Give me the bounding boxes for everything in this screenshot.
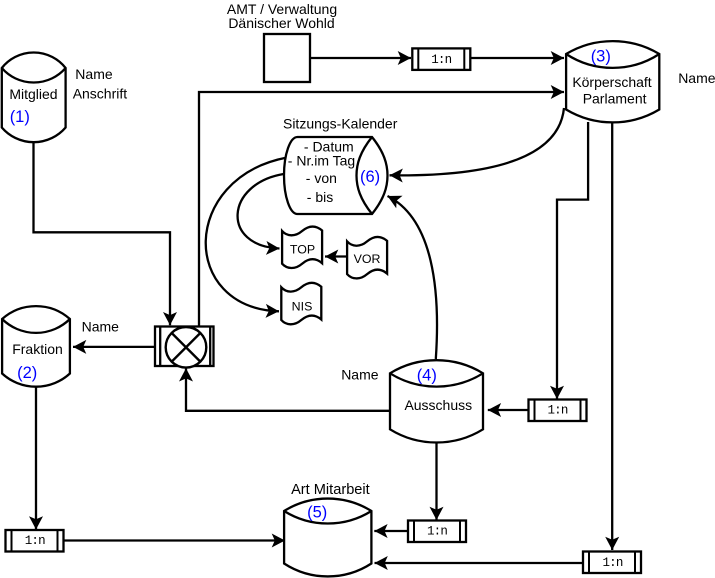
svg-text:Fraktion: Fraktion [12,341,63,357]
svg-text:1:n: 1:n [427,525,447,539]
svg-text:(5): (5) [307,504,327,522]
svg-text:Name: Name [678,70,715,86]
svg-text:(2): (2) [17,364,37,382]
svg-text:NIS: NIS [292,300,313,314]
svg-text:Anschrift: Anschrift [73,86,128,102]
svg-text:1:n: 1:n [431,53,451,67]
svg-text:(1): (1) [10,108,30,126]
svg-text:1:n: 1:n [547,404,567,418]
svg-text:Art Mitarbeit: Art Mitarbeit [291,482,370,498]
svg-text:Dänischer Wohld: Dänischer Wohld [228,15,334,31]
svg-text:Mitglied: Mitglied [9,86,57,102]
svg-text:Ausschuss: Ausschuss [404,397,472,413]
svg-text:Name: Name [341,367,379,383]
svg-text:(4): (4) [417,367,437,385]
svg-text:1:n: 1:n [25,534,45,548]
svg-text:Sitzungs-Kalender: Sitzungs-Kalender [283,115,398,131]
svg-text:Körperschaft: Körperschaft [572,74,651,90]
svg-text:Name: Name [82,319,120,335]
svg-text:TOP: TOP [290,242,315,256]
svg-text:- Nr.im Tag: - Nr.im Tag [288,152,355,168]
svg-text:- bis: - bis [307,189,333,205]
svg-text:- Datum: - Datum [304,138,354,154]
svg-text:(3): (3) [591,47,611,65]
svg-text:Name: Name [75,66,113,82]
svg-text:(6): (6) [360,168,380,186]
svg-text:- von: - von [306,170,337,186]
svg-text:AMT / Verwaltung: AMT / Verwaltung [227,1,337,17]
svg-text:Parlament: Parlament [583,91,647,107]
svg-text:VOR: VOR [354,252,381,266]
svg-text:1:n: 1:n [602,556,622,570]
